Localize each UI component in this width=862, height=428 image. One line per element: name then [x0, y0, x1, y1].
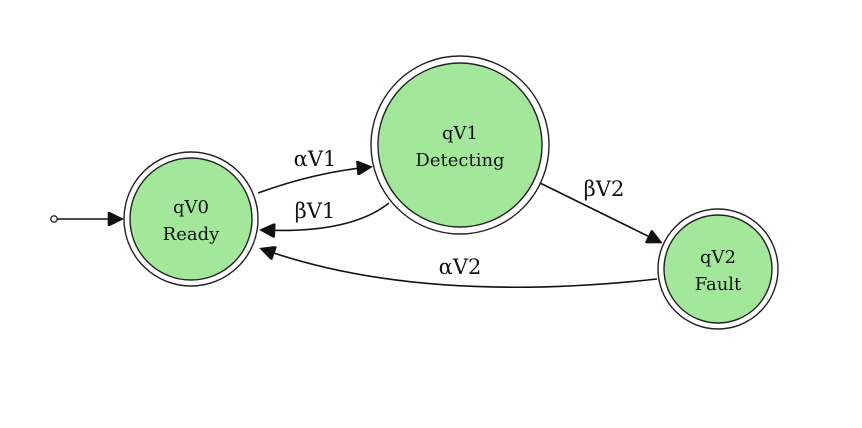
- transition-qv1-to-qv0: βV1: [262, 199, 390, 230]
- state-label: Fault: [695, 274, 742, 295]
- initial-arrow: [50, 215, 121, 223]
- transition-qv0-to-qv1: αV1: [257, 147, 370, 194]
- transition-qv1-to-qv2: βV2: [539, 177, 660, 242]
- transition-label: βV2: [584, 177, 625, 201]
- state-name: qV1: [442, 123, 478, 144]
- state-name: qV2: [700, 247, 736, 268]
- state-qv2: qV2 Fault: [657, 208, 779, 330]
- state-name: qV0: [173, 197, 209, 218]
- state-label: Ready: [163, 224, 220, 245]
- state-qv0: qV0 Ready: [123, 151, 259, 287]
- transition-label: αV1: [294, 147, 337, 171]
- state-qv1: qV1 Detecting: [370, 55, 550, 235]
- transition-label: βV1: [295, 199, 336, 223]
- transition-qv2-to-qv0: αV2: [262, 249, 658, 289]
- transition-label: αV2: [439, 255, 482, 279]
- state-label: Detecting: [415, 150, 504, 171]
- initial-point: [50, 215, 58, 223]
